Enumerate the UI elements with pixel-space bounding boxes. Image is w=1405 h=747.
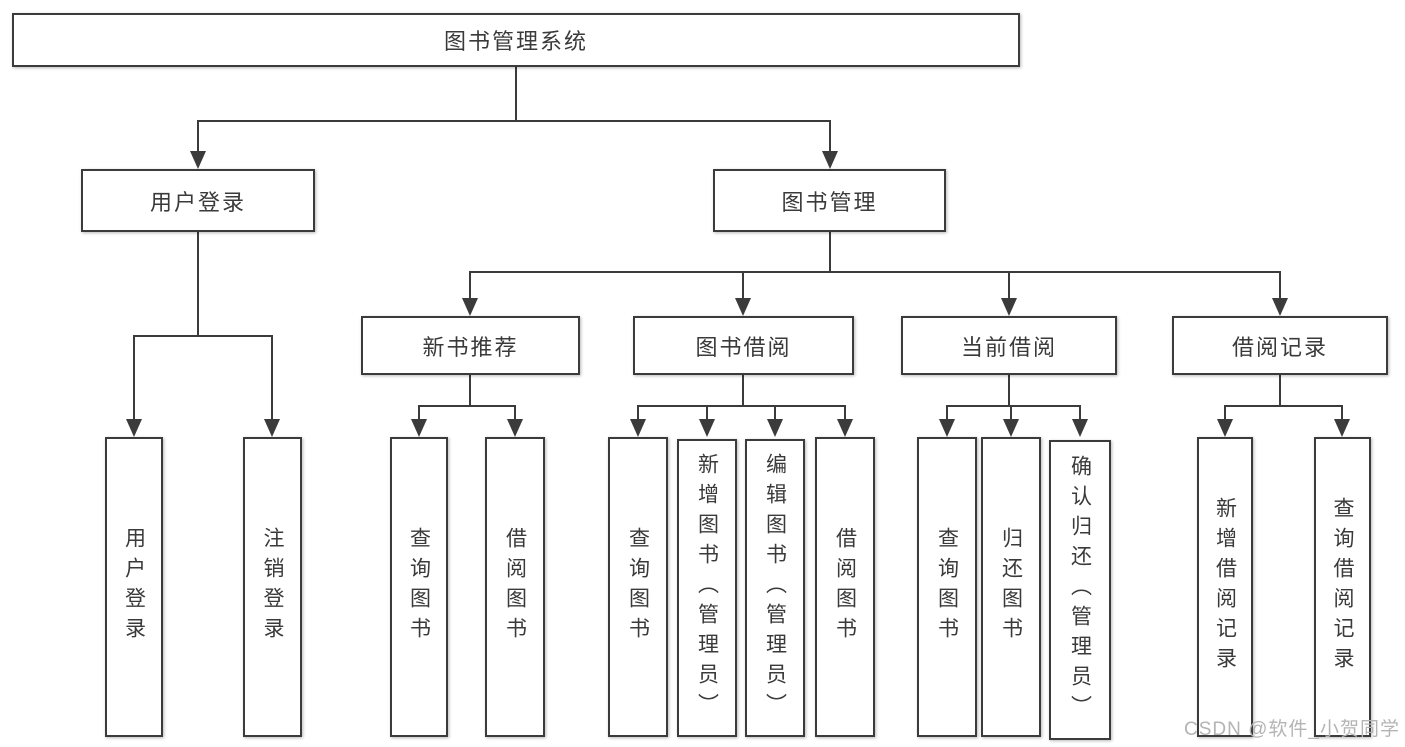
connector-line: [1224, 405, 1226, 419]
leaf-borrow-add-books-admin-label: 新增图书（管理员）: [695, 453, 719, 723]
leaf-recommend-query-books-label: 查询图书: [407, 527, 431, 647]
node-root-label: 图书管理系统: [443, 29, 588, 54]
leaf-record-query-label: 查询借阅记录: [1331, 497, 1354, 677]
connector-line: [637, 405, 639, 419]
leaf-record-query: 查询借阅记录: [1314, 437, 1371, 737]
arrow-down-icon: [411, 419, 427, 437]
connector-line: [946, 405, 1080, 407]
arrow-down-icon: [1072, 419, 1088, 437]
arrow-down-icon: [822, 151, 838, 169]
connector-line: [469, 375, 471, 405]
leaf-current-confirm-return-admin-label: 确认归还（管理员）: [1068, 455, 1092, 725]
leaf-recommend-borrow-books-label: 借阅图书: [503, 527, 527, 647]
node-user-login-label: 用户登录: [149, 189, 246, 215]
connector-line: [774, 405, 776, 419]
leaf-current-return-books: 归还图书: [981, 437, 1041, 737]
arrow-down-icon: [1003, 419, 1019, 437]
connector-line: [271, 335, 273, 419]
connector-line: [637, 405, 845, 407]
connector-line: [514, 405, 516, 419]
leaf-recommend-borrow-books: 借阅图书: [485, 437, 545, 737]
leaf-user-login-label: 用户登录: [122, 527, 146, 647]
arrow-down-icon: [1272, 298, 1288, 316]
connector-line: [418, 405, 420, 419]
connector-line: [1341, 405, 1343, 419]
connector-line: [469, 271, 471, 298]
arrow-down-icon: [264, 419, 280, 437]
node-user-login: 用户登录: [81, 169, 315, 232]
leaf-current-return-books-label: 归还图书: [999, 527, 1023, 647]
connector-line: [197, 120, 199, 151]
node-current-borrow: 当前借阅: [901, 316, 1117, 375]
connector-line: [1008, 271, 1010, 298]
node-book-borrow: 图书借阅: [633, 316, 854, 375]
arrow-down-icon: [462, 298, 478, 316]
connector-line: [742, 271, 744, 298]
arrow-down-icon: [837, 419, 853, 437]
connector-line: [197, 120, 831, 122]
connector-line: [1008, 375, 1010, 405]
leaf-borrow-query-books: 查询图书: [608, 437, 668, 737]
node-book-management: 图书管理: [713, 169, 946, 232]
leaf-current-query-books: 查询图书: [917, 437, 977, 737]
arrow-down-icon: [190, 151, 206, 169]
node-current-borrow-label: 当前借阅: [960, 334, 1057, 360]
arrow-down-icon: [767, 419, 783, 437]
csdn-watermark: CSDN @软件_小贺同学: [1184, 719, 1400, 740]
connector-line: [515, 67, 517, 120]
node-book-borrow-label: 图书借阅: [695, 334, 792, 360]
connector-line: [829, 232, 831, 271]
leaf-recommend-query-books: 查询图书: [390, 437, 448, 737]
leaf-borrow-edit-books-admin-label: 编辑图书（管理员）: [763, 453, 787, 723]
node-root: 图书管理系统: [12, 13, 1020, 67]
connector-line: [1224, 405, 1342, 407]
connector-line: [1010, 405, 1012, 419]
node-borrow-record-label: 借阅记录: [1231, 334, 1328, 360]
connector-line: [1279, 271, 1281, 298]
leaf-record-add: 新增借阅记录: [1197, 437, 1253, 737]
node-borrow-record: 借阅记录: [1172, 316, 1388, 375]
leaf-borrow-edit-books-admin: 编辑图书（管理员）: [745, 439, 805, 737]
connector-line: [133, 335, 135, 419]
leaf-logout: 注销登录: [243, 437, 302, 737]
connector-line: [469, 271, 1280, 273]
connector-line: [706, 405, 708, 419]
node-new-book-recommend: 新书推荐: [361, 316, 580, 375]
connector-line: [829, 120, 831, 151]
arrow-down-icon: [939, 419, 955, 437]
connector-line: [133, 335, 273, 337]
connector-line: [1079, 405, 1081, 419]
arrow-down-icon: [735, 298, 751, 316]
leaf-current-confirm-return-admin: 确认归还（管理员）: [1049, 440, 1111, 740]
arrow-down-icon: [630, 419, 646, 437]
arrow-down-icon: [1334, 419, 1350, 437]
leaf-current-query-books-label: 查询图书: [935, 527, 959, 647]
leaf-borrow-borrow-books-label: 借阅图书: [833, 527, 857, 647]
connector-line: [418, 405, 516, 407]
connector-line: [742, 375, 744, 405]
arrow-down-icon: [507, 419, 523, 437]
node-new-book-recommend-label: 新书推荐: [422, 334, 519, 360]
leaf-borrow-borrow-books: 借阅图书: [815, 437, 875, 737]
arrow-down-icon: [1217, 419, 1233, 437]
leaf-logout-label: 注销登录: [261, 527, 284, 647]
arrow-down-icon: [1001, 298, 1017, 316]
arrow-down-icon: [126, 419, 142, 437]
arrow-down-icon: [699, 419, 715, 437]
leaf-borrow-query-books-label: 查询图书: [626, 527, 650, 647]
connector-line: [197, 232, 199, 335]
leaf-user-login: 用户登录: [105, 437, 163, 737]
node-book-management-label: 图书管理: [781, 189, 878, 215]
leaf-borrow-add-books-admin: 新增图书（管理员）: [677, 439, 737, 737]
leaf-record-add-label: 新增借阅记录: [1213, 497, 1237, 677]
connector-line: [946, 405, 948, 419]
connector-line: [844, 405, 846, 419]
connector-line: [1279, 375, 1281, 405]
